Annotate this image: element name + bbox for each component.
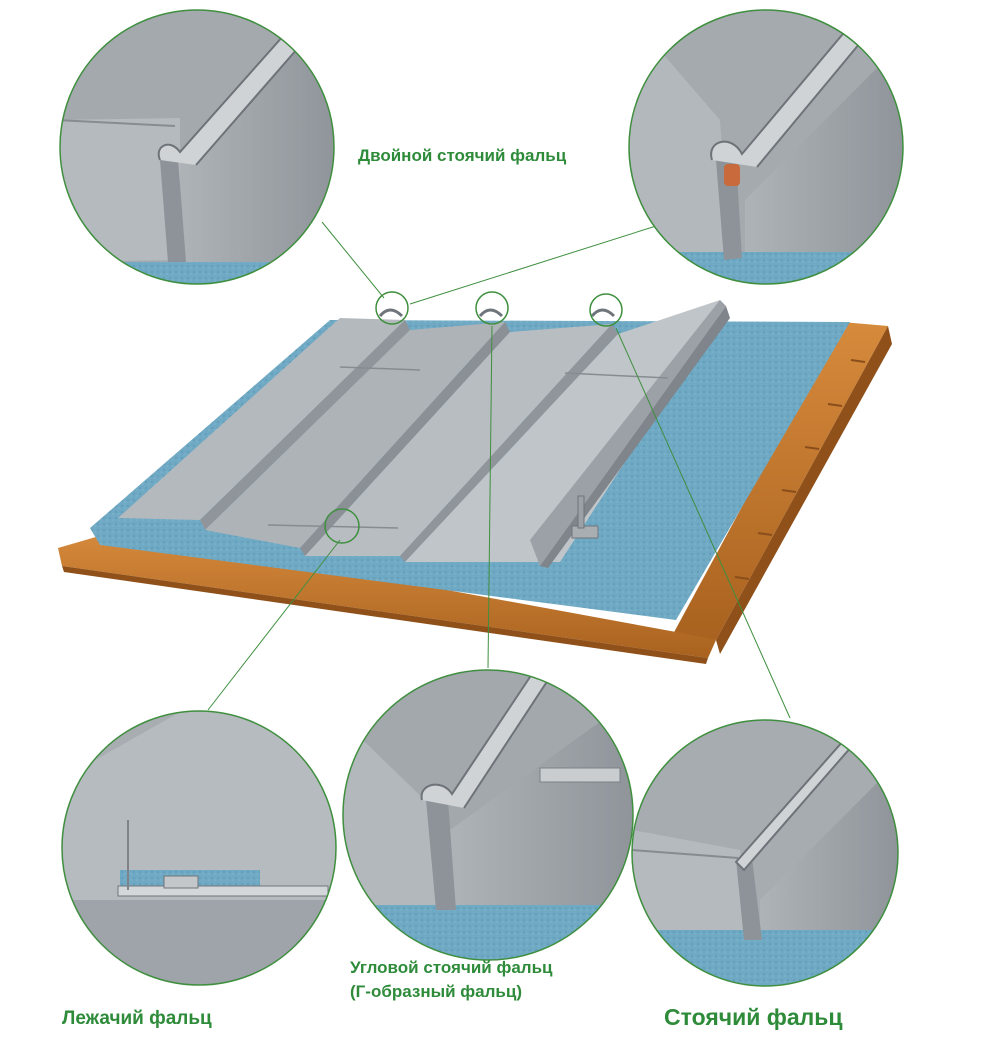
- metal-sheets: [118, 300, 730, 568]
- leader-lines: [207, 221, 791, 719]
- label-lying-seam: Лежачий фальц: [62, 1008, 212, 1030]
- detail-standing-seam: [631, 719, 899, 987]
- detail-corner-seam: [342, 669, 634, 961]
- label-corner-standing-seam-line1: Угловой стоячий фальц: [350, 958, 553, 977]
- callout-rings: [324, 291, 623, 544]
- detail-double-seam-right: [628, 9, 904, 285]
- roof-assembly: [58, 300, 892, 664]
- label-double-standing-seam: Двойной стоячий фальц: [358, 146, 566, 166]
- detail-double-seam-left: [59, 9, 335, 285]
- label-standing-seam-text: Стоячий фальц: [664, 1004, 843, 1030]
- label-corner-standing-seam: Угловой стоячий фальц (Г-образный фальц): [350, 956, 553, 1004]
- label-corner-standing-seam-line2: (Г-образный фальц): [350, 982, 522, 1001]
- label-lying-seam-text: Лежачий фальц: [62, 1008, 212, 1029]
- label-double-standing-seam-text: Двойной стоячий фальц: [358, 146, 567, 165]
- wood-board-bottom: [58, 530, 716, 658]
- wood-battens: [672, 322, 892, 654]
- detail-lying-seam: [61, 710, 337, 986]
- label-standing-seam: Стоячий фальц: [664, 1004, 843, 1031]
